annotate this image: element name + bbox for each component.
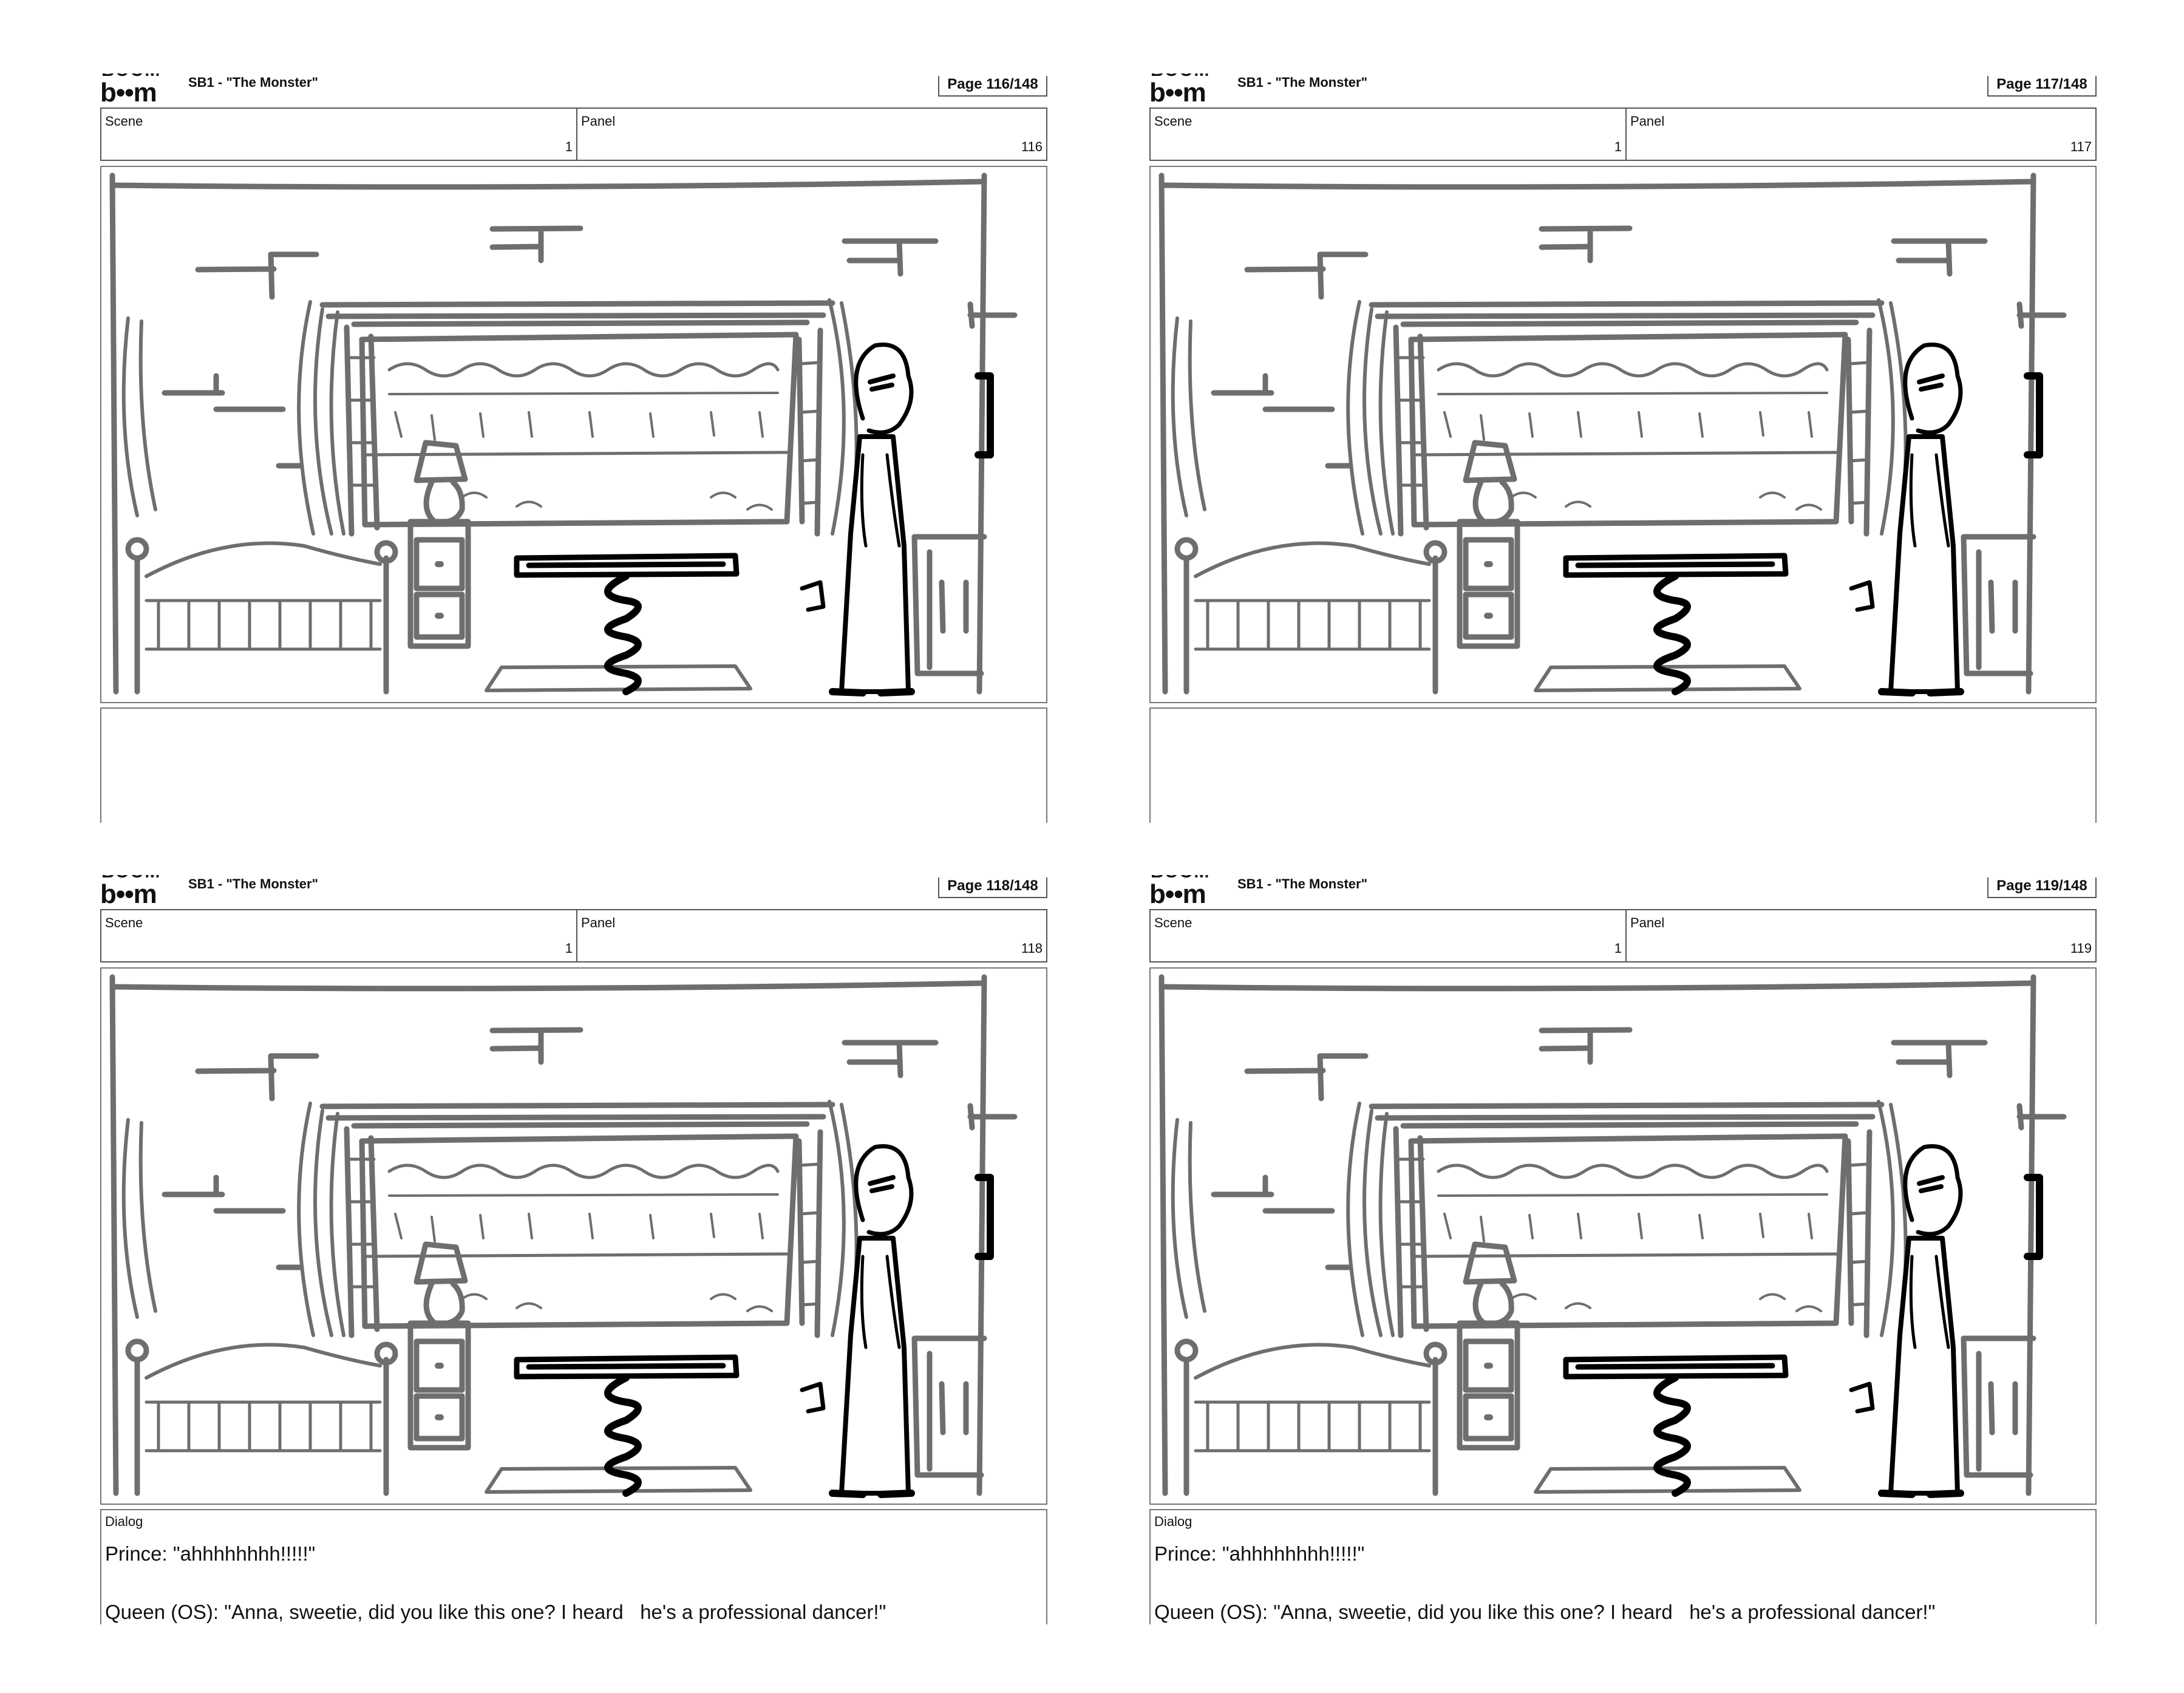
boom-logo: BOOM b••m: [100, 875, 160, 909]
panel-number: 118: [1021, 941, 1043, 956]
scene-cell: Scene 1: [101, 109, 577, 160]
panel-cell: Panel 119: [1627, 910, 2095, 961]
dialog-text: Prince: "ahhhhhhhh!!!!!" Queen (OS): "An…: [1154, 1539, 1935, 1627]
dialog-box: Dialog: [100, 707, 1047, 823]
panel-number: 117: [2070, 139, 2092, 154]
storyboard-sheet-3: BOOM b••m SB1 - "The Monster" Page 118/1…: [100, 875, 1047, 1624]
scene-number: 1: [565, 139, 573, 154]
dialog-text: Prince: "ahhhhhhhh!!!!!" Queen (OS): "An…: [105, 1539, 886, 1627]
storyboard-sheet-1: BOOM b••m SB1 - "The Monster" Page 116/1…: [100, 73, 1047, 823]
boom-logo: BOOM b••m: [1149, 875, 1209, 909]
scene-panel-header: Scene 1 Panel 118: [100, 909, 1047, 962]
dialog-line: [1154, 1569, 1935, 1598]
storyboard-sheet-4: BOOM b••m SB1 - "The Monster" Page 119/1…: [1149, 875, 2097, 1624]
scene-panel-header: Scene 1 Panel 117: [1149, 107, 2097, 161]
page-number: Page 118/148: [938, 877, 1047, 898]
scene-label: Scene: [105, 915, 143, 930]
document-title: SB1 - "The Monster": [188, 75, 318, 90]
panel-cell: Panel 116: [577, 109, 1046, 160]
scene-label: Scene: [1154, 915, 1192, 930]
scene-number: 1: [1614, 139, 1622, 154]
dialog-box: Dialog: [1149, 707, 2097, 823]
document-title: SB1 - "The Monster": [1237, 876, 1367, 891]
storyboard-frame: [100, 967, 1047, 1505]
boom-logo: BOOM b••m: [1149, 73, 1209, 107]
scene-number: 1: [1614, 941, 1622, 956]
panel-number: 116: [1021, 139, 1043, 154]
scene-cell: Scene 1: [1151, 109, 1627, 160]
storyboard-frame: [100, 166, 1047, 703]
scene-cell: Scene 1: [101, 910, 577, 961]
storyboard-frame: [1149, 967, 2097, 1505]
bedroom-sketch-illustration: [109, 974, 1018, 1498]
dialog-line: Prince: "ahhhhhhhh!!!!!": [1154, 1542, 1365, 1565]
scene-label: Scene: [1154, 114, 1192, 129]
scene-panel-header: Scene 1 Panel 116: [100, 107, 1047, 161]
panel-label: Panel: [1630, 114, 1665, 129]
document-title: SB1 - "The Monster": [1237, 75, 1367, 90]
page-number: Page 117/148: [1987, 76, 2097, 97]
dialog-box: Dialog Prince: "ahhhhhhhh!!!!!" Queen (O…: [100, 1509, 1047, 1624]
panel-number: 119: [2070, 941, 2092, 956]
bedroom-sketch-illustration: [1158, 172, 2067, 697]
dialog-box: Dialog Prince: "ahhhhhhhh!!!!!" Queen (O…: [1149, 1509, 2097, 1624]
dialog-line: Prince: "ahhhhhhhh!!!!!": [105, 1542, 316, 1565]
scene-panel-header: Scene 1 Panel 119: [1149, 909, 2097, 962]
panel-label: Panel: [1630, 915, 1665, 930]
bedroom-sketch-illustration: [109, 172, 1018, 697]
scene-number: 1: [565, 941, 573, 956]
scene-label: Scene: [105, 114, 143, 129]
storyboard-frame: [1149, 166, 2097, 703]
panel-cell: Panel 117: [1627, 109, 2095, 160]
dialog-line: [105, 1569, 886, 1598]
dialog-line: Queen (OS): "Anna, sweetie, did you like…: [1154, 1601, 1936, 1623]
page-number: Page 119/148: [1987, 877, 2097, 898]
panel-cell: Panel 118: [577, 910, 1046, 961]
scene-cell: Scene 1: [1151, 910, 1627, 961]
dialog-label: Dialog: [105, 1514, 143, 1529]
panel-label: Panel: [581, 915, 616, 930]
bedroom-sketch-illustration: [1158, 974, 2067, 1498]
panel-label: Panel: [581, 114, 616, 129]
dialog-line: Queen (OS): "Anna, sweetie, did you like…: [105, 1601, 886, 1623]
boom-logo: BOOM b••m: [100, 73, 160, 107]
document-title: SB1 - "The Monster": [188, 876, 318, 891]
page-number: Page 116/148: [938, 76, 1047, 97]
dialog-label: Dialog: [1154, 1514, 1192, 1529]
storyboard-sheet-2: BOOM b••m SB1 - "The Monster" Page 117/1…: [1149, 73, 2097, 823]
